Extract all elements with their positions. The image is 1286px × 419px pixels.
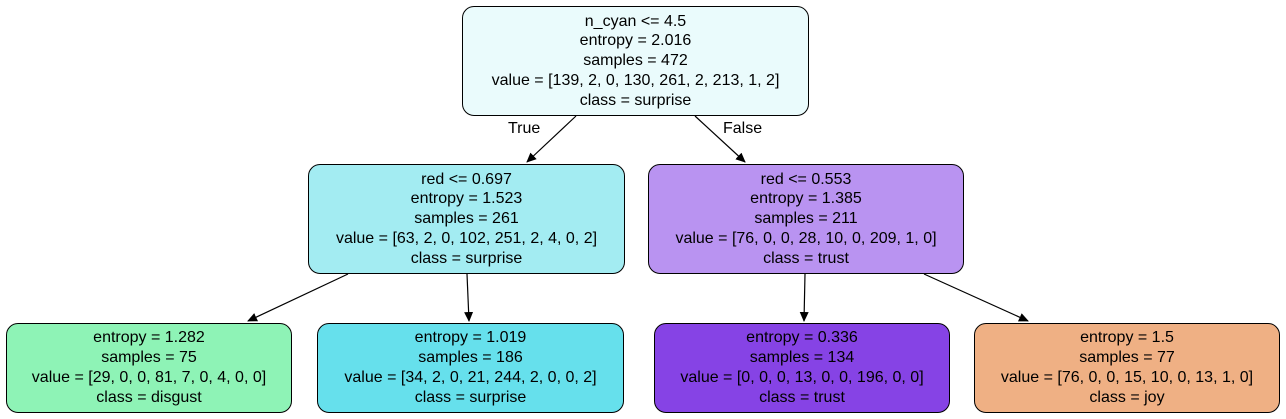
- node-condition: red <= 0.553: [760, 170, 852, 188]
- node-entropy: entropy = 1.282: [93, 329, 205, 347]
- node-class: class = surprise: [414, 388, 527, 406]
- node-value: value = [29, 0, 0, 81, 7, 0, 4, 0, 0]: [31, 369, 267, 386]
- node-class: class = disgust: [96, 388, 202, 406]
- node-samples: samples = 211: [754, 210, 858, 228]
- edge-right-to-leaf4: [923, 273, 1029, 322]
- node-value: value = [0, 0, 0, 13, 0, 0, 196, 0, 0]: [680, 369, 924, 386]
- node-entropy: entropy = 1.523: [410, 190, 523, 208]
- leaf-node-disgust: entropy = 1.282 samples = 75 value = [29…: [6, 323, 292, 413]
- node-entropy: entropy = 1.019: [414, 329, 527, 347]
- node-samples: samples = 77: [1079, 349, 1175, 367]
- true-edge-label: True: [508, 120, 541, 137]
- node-value: value = [34, 2, 0, 21, 244, 2, 0, 0, 2]: [344, 369, 597, 386]
- node-value: value = [63, 2, 0, 102, 251, 2, 4, 0, 2]: [335, 229, 598, 247]
- node-value: value = [139, 2, 0, 130, 261, 2, 213, 1,…: [491, 71, 780, 89]
- node-samples: samples = 75: [101, 349, 197, 367]
- node-entropy: entropy = 0.336: [746, 329, 858, 347]
- node-entropy: entropy = 1.385: [750, 190, 862, 208]
- edge-root-to-right: [694, 115, 746, 163]
- leaf-node-joy: entropy = 1.5 samples = 77 value = [76, …: [974, 323, 1280, 413]
- node-condition: red <= 0.697: [421, 170, 512, 188]
- node-class: class = trust: [759, 388, 845, 406]
- node-samples: samples = 186: [418, 349, 523, 367]
- node-samples: samples = 472: [583, 52, 688, 70]
- node-entropy: entropy = 2.016: [579, 32, 692, 50]
- node-entropy: entropy = 1.5: [1080, 329, 1174, 347]
- node-class: class = joy: [1089, 388, 1165, 406]
- edge-root-to-left: [526, 115, 577, 163]
- left-node: red <= 0.697 entropy = 1.523 samples = 2…: [308, 164, 625, 274]
- leaf-node-trust: entropy = 0.336 samples = 134 value = [0…: [654, 323, 950, 413]
- node-samples: samples = 134: [749, 349, 855, 367]
- node-value: value = [76, 0, 0, 15, 10, 0, 13, 1, 0]: [1000, 369, 1254, 386]
- right-node: red <= 0.553 entropy = 1.385 samples = 2…: [648, 164, 964, 274]
- edge-right-to-leaf3: [799, 273, 809, 322]
- edge-left-to-leaf2: [464, 273, 474, 322]
- node-condition: n_cyan <= 4.5: [584, 12, 687, 30]
- node-class: class = surprise: [410, 249, 523, 267]
- edge-left-to-leaf1: [247, 273, 349, 322]
- root-node: n_cyan <= 4.5 entropy = 2.016 samples = …: [462, 6, 809, 116]
- leaf-node-surprise: entropy = 1.019 samples = 186 value = [3…: [317, 323, 624, 413]
- node-value: value = [76, 0, 0, 28, 10, 0, 209, 1, 0]: [675, 229, 937, 247]
- false-edge-label: False: [723, 120, 763, 137]
- node-class: class = trust: [763, 249, 849, 267]
- node-class: class = surprise: [579, 91, 692, 109]
- node-samples: samples = 261: [414, 210, 519, 228]
